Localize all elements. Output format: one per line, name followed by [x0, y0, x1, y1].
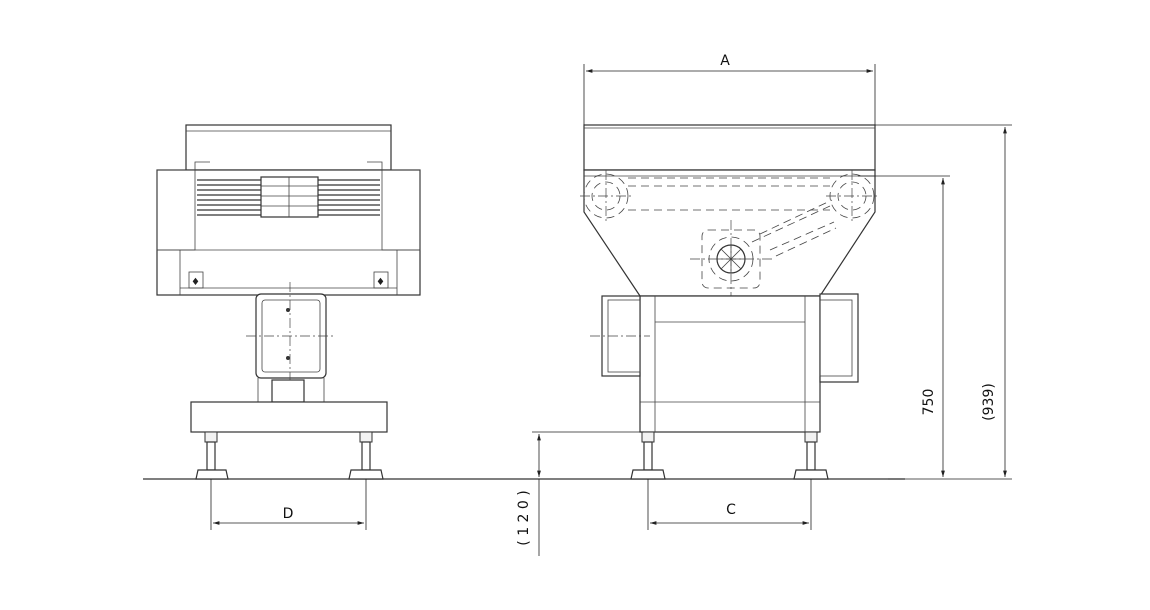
dimension-120: ( 1 2 0 ) — [516, 431, 644, 556]
dimension-750: 750 — [858, 175, 950, 480]
dimension-120-label: ( 1 2 0 ) — [516, 490, 532, 545]
dimension-d-label: D — [283, 506, 294, 522]
svg-text:♦: ♦ — [191, 277, 200, 288]
dimension-939: (939) — [875, 124, 1012, 480]
dimension-939-label: (939) — [981, 383, 997, 421]
svg-text:♦: ♦ — [376, 277, 385, 288]
dimension-750-label: 750 — [921, 389, 937, 416]
dimension-c-label: C — [726, 502, 736, 518]
dimension-a: A — [583, 53, 876, 125]
hidden-bearing-right — [826, 170, 878, 222]
dimension-a-label: A — [720, 53, 730, 69]
grille — [197, 176, 380, 218]
front-view — [580, 124, 878, 480]
side-view: ♦ ♦ — [156, 124, 421, 480]
hidden-bearing-left — [580, 170, 632, 222]
hidden-rotor — [690, 220, 772, 298]
dimension-d: D — [210, 479, 367, 530]
dimension-c: C — [647, 479, 812, 530]
